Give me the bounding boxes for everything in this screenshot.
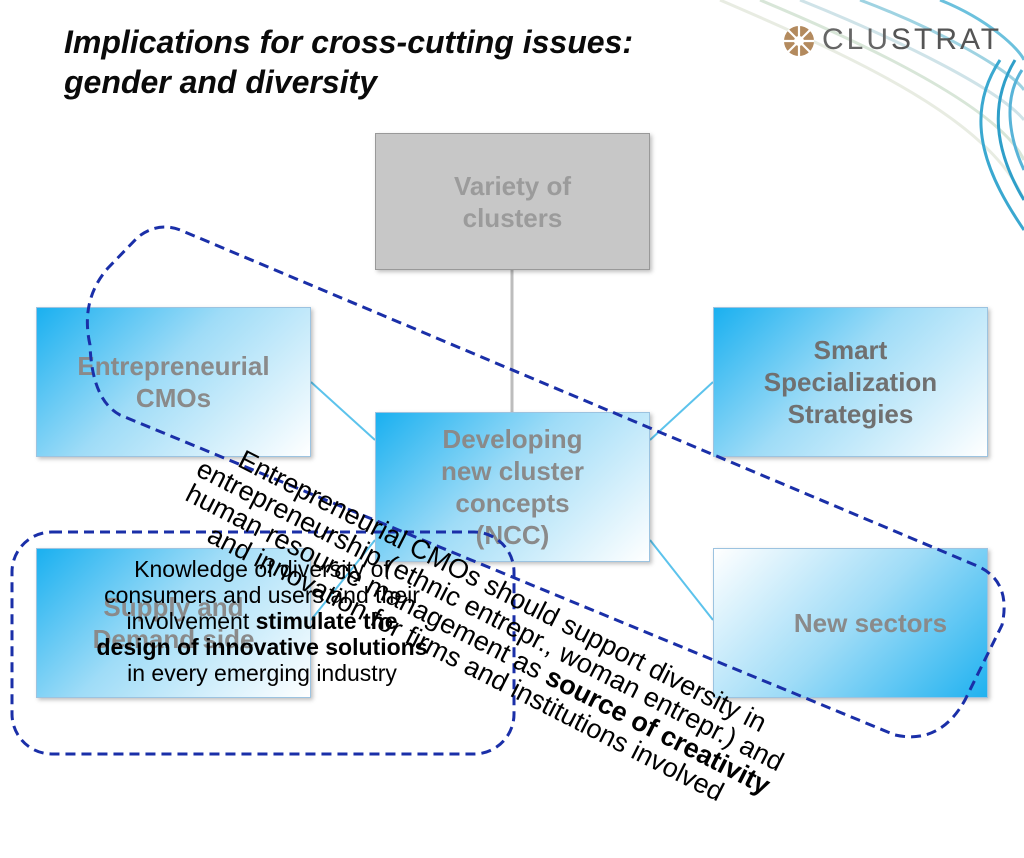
clustrat-wordmark: CLUSTRAT <box>822 20 1002 60</box>
box-new-sectors: New sectors <box>713 548 988 698</box>
box-entrepreneurial-line-1: Entrepreneurial <box>77 351 270 381</box>
knowledge-callout-text: Knowledge of diversity of consumers and … <box>24 556 500 686</box>
connector-entrepreneurial-to-developing <box>310 381 376 441</box>
knowledge-callout-line-4: design of innovative solutions <box>24 634 500 660</box>
connector-supply-to-developing <box>310 539 376 621</box>
slide-title: Implications for cross-cutting issues: g… <box>64 22 784 102</box>
decorative-swirl <box>719 0 1024 231</box>
box-smart-line-3: Strategies <box>787 399 914 429</box>
box-variety-line-2: clusters <box>462 202 563 233</box>
callout-outlines <box>10 225 1006 756</box>
knowledge-callout-outline <box>10 530 516 756</box>
box-smart-line-2: Specialization <box>763 367 938 397</box>
box-developing-line-3: concepts <box>455 488 570 518</box>
box-developing-line-2: new cluster <box>440 456 585 486</box>
knowledge-callout-emphasis-2: design of innovative solutions <box>96 634 428 660</box>
wordmark-dark: STRAT <box>891 23 1003 56</box>
box-entrepreneurial-line-2: CMOs <box>135 383 212 413</box>
knowledge-callout-line-5: in every emerging industry <box>127 660 397 686</box>
connector-lines <box>310 270 714 621</box>
box-developing-line-1: Developing <box>442 424 583 454</box>
slide-title-line-1: Implications for cross-cutting issues: <box>64 24 633 60</box>
knowledge-callout-line-2: consumers and users and their <box>104 582 420 608</box>
knowledge-callout-line-1: Knowledge of diversity of <box>134 556 390 582</box>
wordmark-light: CLU <box>822 23 892 56</box>
knowledge-callout-line-3-text: involvement <box>126 608 256 634</box>
box-variety-line-1: Variety of <box>453 170 572 201</box>
connector-new-to-developing <box>649 539 714 621</box>
box-supply-line-1: Supply and <box>103 592 244 622</box>
box-smart-line-1: Smart <box>813 335 888 365</box>
clustrat-logo-icon <box>784 26 814 56</box>
box-new-sectors-label: New sectors <box>793 608 948 638</box>
diversity-callout-outline <box>85 225 1006 739</box>
knowledge-callout-line-3: involvement stimulate the <box>24 608 500 634</box>
knowledge-callout-emphasis-1: stimulate the <box>255 608 398 634</box>
box-supply-line-2: Demand side <box>92 624 255 654</box>
connector-smart-to-developing <box>649 381 714 441</box>
slide-title-line-2: gender and diversity <box>64 64 377 100</box>
